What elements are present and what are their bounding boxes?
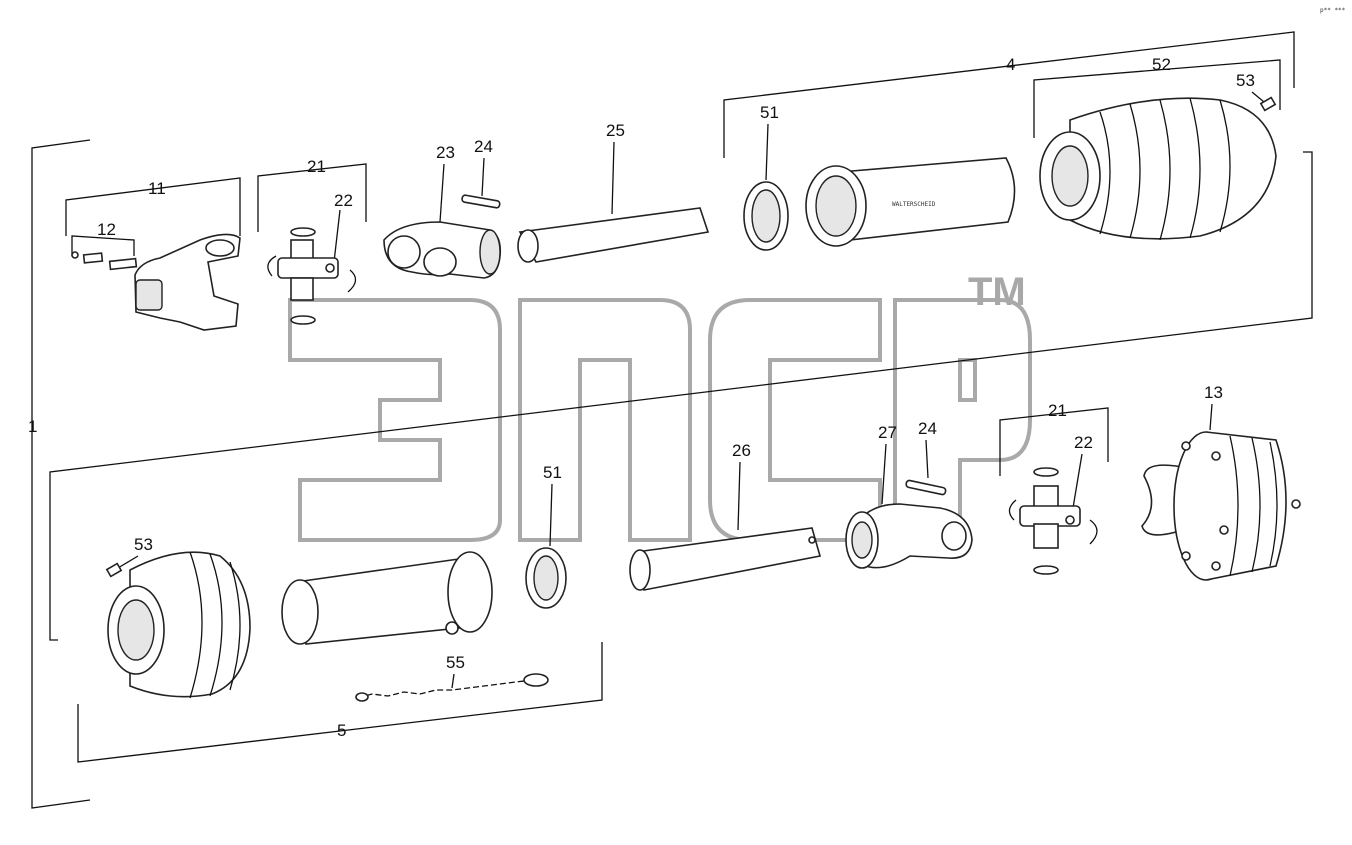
guard-tube-marking: WALTERSCHEID [892,201,936,208]
label-cross-21-top: 21 [307,157,326,176]
label-tube-25: 25 [606,121,625,140]
cross-21-top: 21 22 [257,157,367,325]
bearing-51-bottom: 51 [525,463,567,609]
clutch-13: 13 [1141,383,1301,581]
guard-cone-bottom: 53 [105,535,251,699]
label-circlip-22-bottom: 22 [1074,433,1093,452]
guard-cone-52: 52 53 [1033,55,1281,241]
label-pin-12: 12 [97,220,116,239]
label-clutch-13: 13 [1204,383,1223,402]
label-chain-55: 55 [446,653,465,672]
label-group-5: 5 [337,721,346,740]
label-circlip-22-top: 22 [334,191,353,210]
assembly-bracket: 1 [28,139,91,809]
label-yoke-27: 27 [878,423,897,442]
cross-21-bottom: 21 22 [999,401,1109,575]
yoke-27: 27 24 [845,419,973,569]
bearing-51-top: 51 [743,103,789,251]
tube-25: 25 [517,121,710,263]
chain-55: 55 [355,653,549,702]
label-screw-53-top: 53 [1236,71,1255,90]
guard-tube-top: WALTERSCHEID [805,157,1016,247]
label-assembly-1: 1 [28,417,37,436]
yoke-23: 23 24 [383,137,502,279]
label-pin-24-bottom: 24 [918,419,937,438]
label-yoke-23: 23 [436,143,455,162]
watermark-logo: TM [288,270,1032,542]
tube-26: 26 [629,441,822,591]
group-5-frame: 5 [77,642,603,763]
trademark-text: TM [968,270,1026,314]
guard-tube-bottom [281,551,493,645]
label-bearing-51-bottom: 51 [543,463,562,482]
label-pin-24-top: 24 [474,137,493,156]
label-guard-52: 52 [1152,55,1171,74]
corner-code: p** *** [1320,7,1346,14]
label-bearing-51-top: 51 [760,103,779,122]
label-yoke-11: 11 [148,179,166,198]
label-tube-26: 26 [732,441,751,460]
label-group-4: 4 [1006,55,1015,74]
group-4-frame: 4 [49,31,1313,641]
label-screw-53-bottom: 53 [134,535,153,554]
yoke-11: 11 12 [65,177,241,331]
label-cross-21-bottom: 21 [1048,401,1067,420]
